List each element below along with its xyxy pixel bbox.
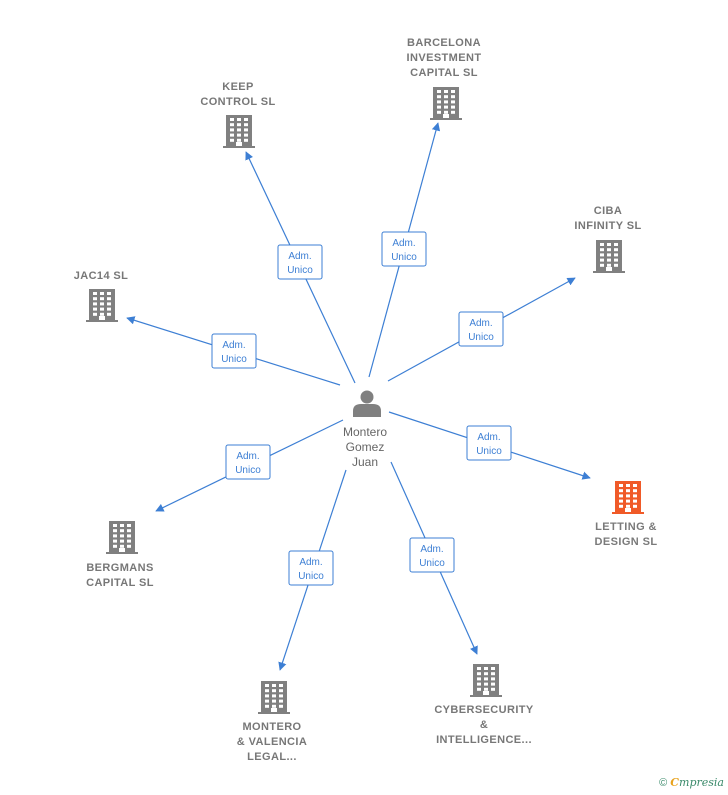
- building-icon-montero-valencia[interactable]: [258, 681, 290, 714]
- brand-logo[interactable]: Cmpresia: [670, 776, 724, 789]
- building-icon-keep-control[interactable]: [223, 115, 255, 148]
- company-name-jac14[interactable]: JAC14 SL: [73, 270, 129, 282]
- building-icon-bergmans-capital[interactable]: [106, 521, 138, 554]
- building-icon-barcelona-investment[interactable]: [430, 87, 462, 120]
- role-text: Unico: [468, 332, 494, 343]
- role-text: Adm.: [469, 318, 492, 329]
- person-icon[interactable]: [353, 390, 381, 418]
- role-badge-jac14: Adm. Unico: [211, 333, 257, 369]
- role-badge-bergmans-capital: Adm. Unico: [225, 444, 271, 480]
- company-name-letting-design[interactable]: LETTING & DESIGN SL: [594, 521, 658, 548]
- person-name[interactable]: Montero Gomez Juan: [342, 425, 388, 469]
- copyright-symbol: ©: [659, 777, 668, 789]
- building-icon-ciba-infinity[interactable]: [593, 240, 625, 273]
- role-badge-cybersecurity: Adm. Unico: [409, 537, 455, 573]
- role-text: Adm.: [222, 340, 245, 351]
- company-name-cybersecurity[interactable]: CYBERSECURITY & INTELLIGENCE...: [434, 704, 534, 746]
- building-icon-letting-design[interactable]: [612, 481, 644, 514]
- role-badge-montero-valencia: Adm. Unico: [288, 550, 334, 586]
- company-name-montero-valencia[interactable]: MONTERO & VALENCIA LEGAL...: [236, 721, 308, 763]
- company-name-bergmans-capital[interactable]: BERGMANS CAPITAL SL: [86, 562, 154, 589]
- company-name-keep-control[interactable]: KEEP CONTROL SL: [200, 81, 276, 108]
- role-text: Unico: [287, 265, 313, 276]
- role-badge-barcelona-investment: Adm. Unico: [381, 231, 427, 267]
- role-badge-ciba-infinity: Adm. Unico: [458, 311, 504, 347]
- company-name-ciba-infinity[interactable]: CIBA INFINITY SL: [574, 205, 642, 232]
- role-text: Adm.: [477, 432, 500, 443]
- role-text: Unico: [391, 252, 417, 263]
- role-text: Unico: [298, 571, 324, 582]
- role-badge-keep-control: Adm. Unico: [277, 244, 323, 280]
- role-text: Unico: [476, 446, 502, 457]
- role-text: Adm.: [392, 238, 415, 249]
- role-text: Unico: [221, 354, 247, 365]
- building-icon-cybersecurity[interactable]: [470, 664, 502, 697]
- role-text: Adm.: [420, 544, 443, 555]
- role-text: Adm.: [299, 557, 322, 568]
- role-text: Unico: [235, 465, 261, 476]
- role-badge-letting-design: Adm. Unico: [466, 425, 512, 461]
- building-icon-jac14[interactable]: [86, 289, 118, 322]
- footer-credit: © Cmpresia: [659, 776, 724, 789]
- role-text: Adm.: [236, 451, 259, 462]
- role-text: Unico: [419, 558, 445, 569]
- company-name-barcelona-investment[interactable]: BARCELONA INVESTMENT CAPITAL SL: [406, 37, 482, 79]
- role-text: Adm.: [288, 251, 311, 262]
